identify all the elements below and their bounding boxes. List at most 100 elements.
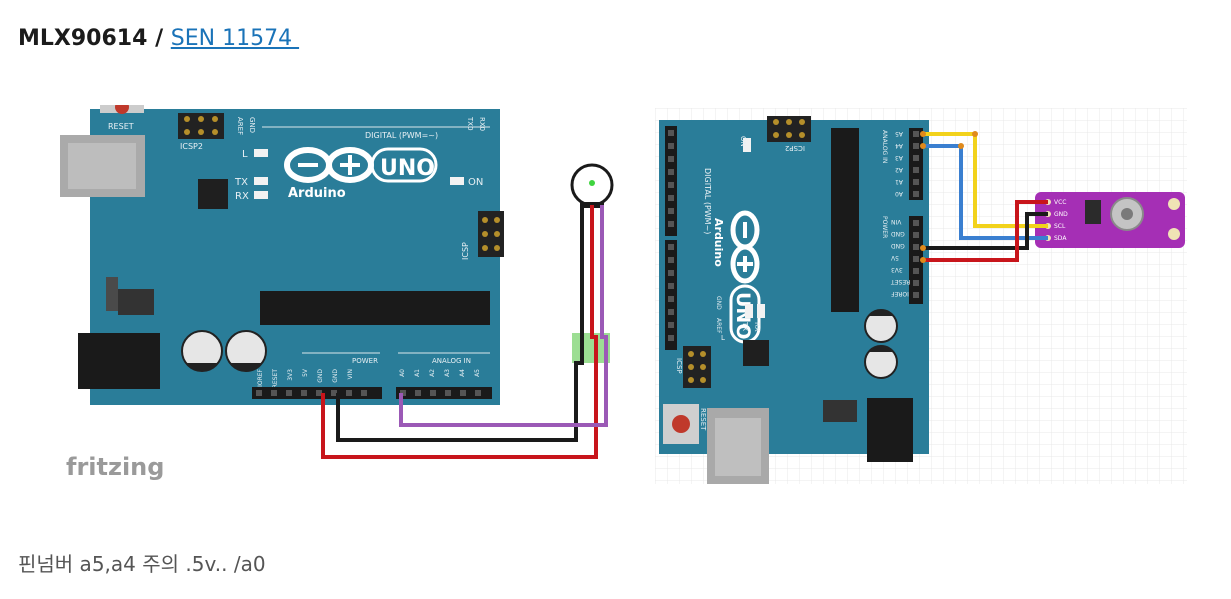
wire-gnd bbox=[923, 212, 1048, 250]
arduino-logo: UNO Arduino bbox=[712, 210, 761, 344]
header-hole bbox=[460, 390, 466, 396]
power-jack bbox=[78, 333, 160, 389]
analog-pin-label: A0 bbox=[399, 369, 406, 377]
header-holes bbox=[256, 390, 481, 396]
fritzing-wiring-diagram: RESET ICSP2 AREF GND DIGITAL (PWM=~) TX0… bbox=[60, 105, 614, 481]
header-hole bbox=[913, 131, 919, 137]
led-l-label: L bbox=[242, 149, 248, 160]
rx0-label: RX0 bbox=[478, 117, 486, 131]
header-hole bbox=[415, 390, 421, 396]
icsp2-label: ICSP2 bbox=[785, 144, 805, 152]
power-pin-label: VIN bbox=[891, 218, 901, 225]
usb-chip bbox=[198, 179, 228, 209]
aref-label: AREF bbox=[715, 318, 722, 334]
icsp2-header bbox=[767, 116, 811, 142]
led-on-label: ON bbox=[739, 136, 747, 147]
sensor-product-link[interactable]: SEN 11574 bbox=[170, 26, 300, 51]
analog-pin-label: A1 bbox=[895, 178, 903, 185]
sensor-model-title: MLX90614 bbox=[18, 26, 148, 51]
power-pin-label: RESET bbox=[891, 278, 911, 285]
voltage-regulator bbox=[823, 400, 857, 422]
icsp-label: ICSP bbox=[461, 242, 470, 260]
atmega-chip bbox=[831, 128, 859, 312]
header-hole bbox=[668, 257, 674, 263]
sensor-pin-label: SCL bbox=[1054, 223, 1066, 230]
arduino-label: Arduino bbox=[288, 186, 346, 201]
analog-pin-label: A5 bbox=[895, 130, 903, 137]
icsp-label: ICSP bbox=[675, 358, 683, 374]
power-label: POWER bbox=[352, 357, 378, 365]
digital-header-bottom bbox=[665, 240, 677, 350]
analog-pin-label: A2 bbox=[895, 166, 903, 173]
header-hole bbox=[316, 390, 322, 396]
led-rx-label: RX bbox=[235, 191, 249, 202]
power-jack bbox=[867, 398, 913, 462]
header-hole bbox=[668, 195, 674, 201]
header-hole bbox=[668, 143, 674, 149]
header-hole bbox=[271, 390, 277, 396]
digital-pwm-label: DIGITAL (PWM~) bbox=[703, 168, 712, 234]
arduino-logo bbox=[284, 147, 438, 183]
header-hole bbox=[668, 283, 674, 289]
power-pin-label: 5V bbox=[890, 254, 899, 261]
header-hole bbox=[913, 244, 919, 250]
header-hole bbox=[361, 390, 367, 396]
usb-chip bbox=[743, 340, 769, 366]
header-hole bbox=[913, 232, 919, 238]
analog-pin-label: A1 bbox=[414, 369, 421, 377]
power-pin-label: GND bbox=[891, 242, 905, 249]
led-rx-label: RX bbox=[753, 322, 761, 332]
reset-button bbox=[115, 105, 129, 114]
power-pin-label: 5V bbox=[302, 368, 309, 377]
icsp-header bbox=[478, 211, 504, 257]
header-hole bbox=[668, 130, 674, 136]
power-pin-label: GND bbox=[317, 369, 324, 383]
header-hole bbox=[668, 296, 674, 302]
led-l-label: L bbox=[721, 334, 725, 342]
header-hole bbox=[913, 143, 919, 149]
header-hole bbox=[913, 292, 919, 298]
gnd-label: GND bbox=[715, 296, 722, 310]
wire-a0 bbox=[399, 205, 608, 427]
analog-in-label: ANALOG IN bbox=[432, 357, 471, 365]
led-on-label: ON bbox=[468, 177, 483, 188]
header-hole bbox=[668, 169, 674, 175]
icsp2-header bbox=[178, 113, 224, 139]
wire-vcc bbox=[923, 200, 1048, 262]
fritzing-logo: fritzing bbox=[66, 453, 164, 481]
digital-pwm-label: DIGITAL (PWM=~) bbox=[365, 131, 438, 140]
sensor-window bbox=[589, 180, 595, 186]
gnd-label-top: GND bbox=[248, 117, 256, 133]
analog-pin-label: A4 bbox=[459, 369, 466, 377]
header-hole bbox=[668, 244, 674, 250]
analog-header bbox=[909, 128, 923, 200]
header-hole bbox=[256, 390, 262, 396]
reset-label: RESET bbox=[108, 122, 134, 131]
uno-label: UNO bbox=[732, 292, 754, 339]
header-hole bbox=[668, 208, 674, 214]
header-hole bbox=[913, 268, 919, 274]
power-pin-label: 3V3 bbox=[891, 266, 903, 273]
title-separator: / bbox=[147, 26, 171, 51]
wire-scl bbox=[923, 132, 1048, 228]
sensor-pin-label: VCC bbox=[1054, 199, 1066, 206]
power-pin-label: RESET bbox=[272, 369, 279, 389]
header-hole bbox=[475, 390, 481, 396]
arduino-board-left bbox=[90, 109, 500, 405]
header-hole bbox=[430, 390, 436, 396]
analog-pin-label: A3 bbox=[444, 369, 451, 377]
led-on bbox=[450, 177, 464, 185]
header-hole bbox=[668, 221, 674, 227]
wire-gnd bbox=[336, 205, 584, 442]
header-hole bbox=[331, 390, 337, 396]
voltage-regulator bbox=[118, 289, 154, 315]
power-pin-label: IOREF bbox=[890, 290, 908, 297]
header-hole bbox=[346, 390, 352, 396]
uno-label: UNO bbox=[380, 156, 435, 181]
arduino-label: Arduino bbox=[712, 218, 725, 267]
header-hole bbox=[913, 256, 919, 262]
icsp2-label: ICSP2 bbox=[180, 142, 203, 151]
